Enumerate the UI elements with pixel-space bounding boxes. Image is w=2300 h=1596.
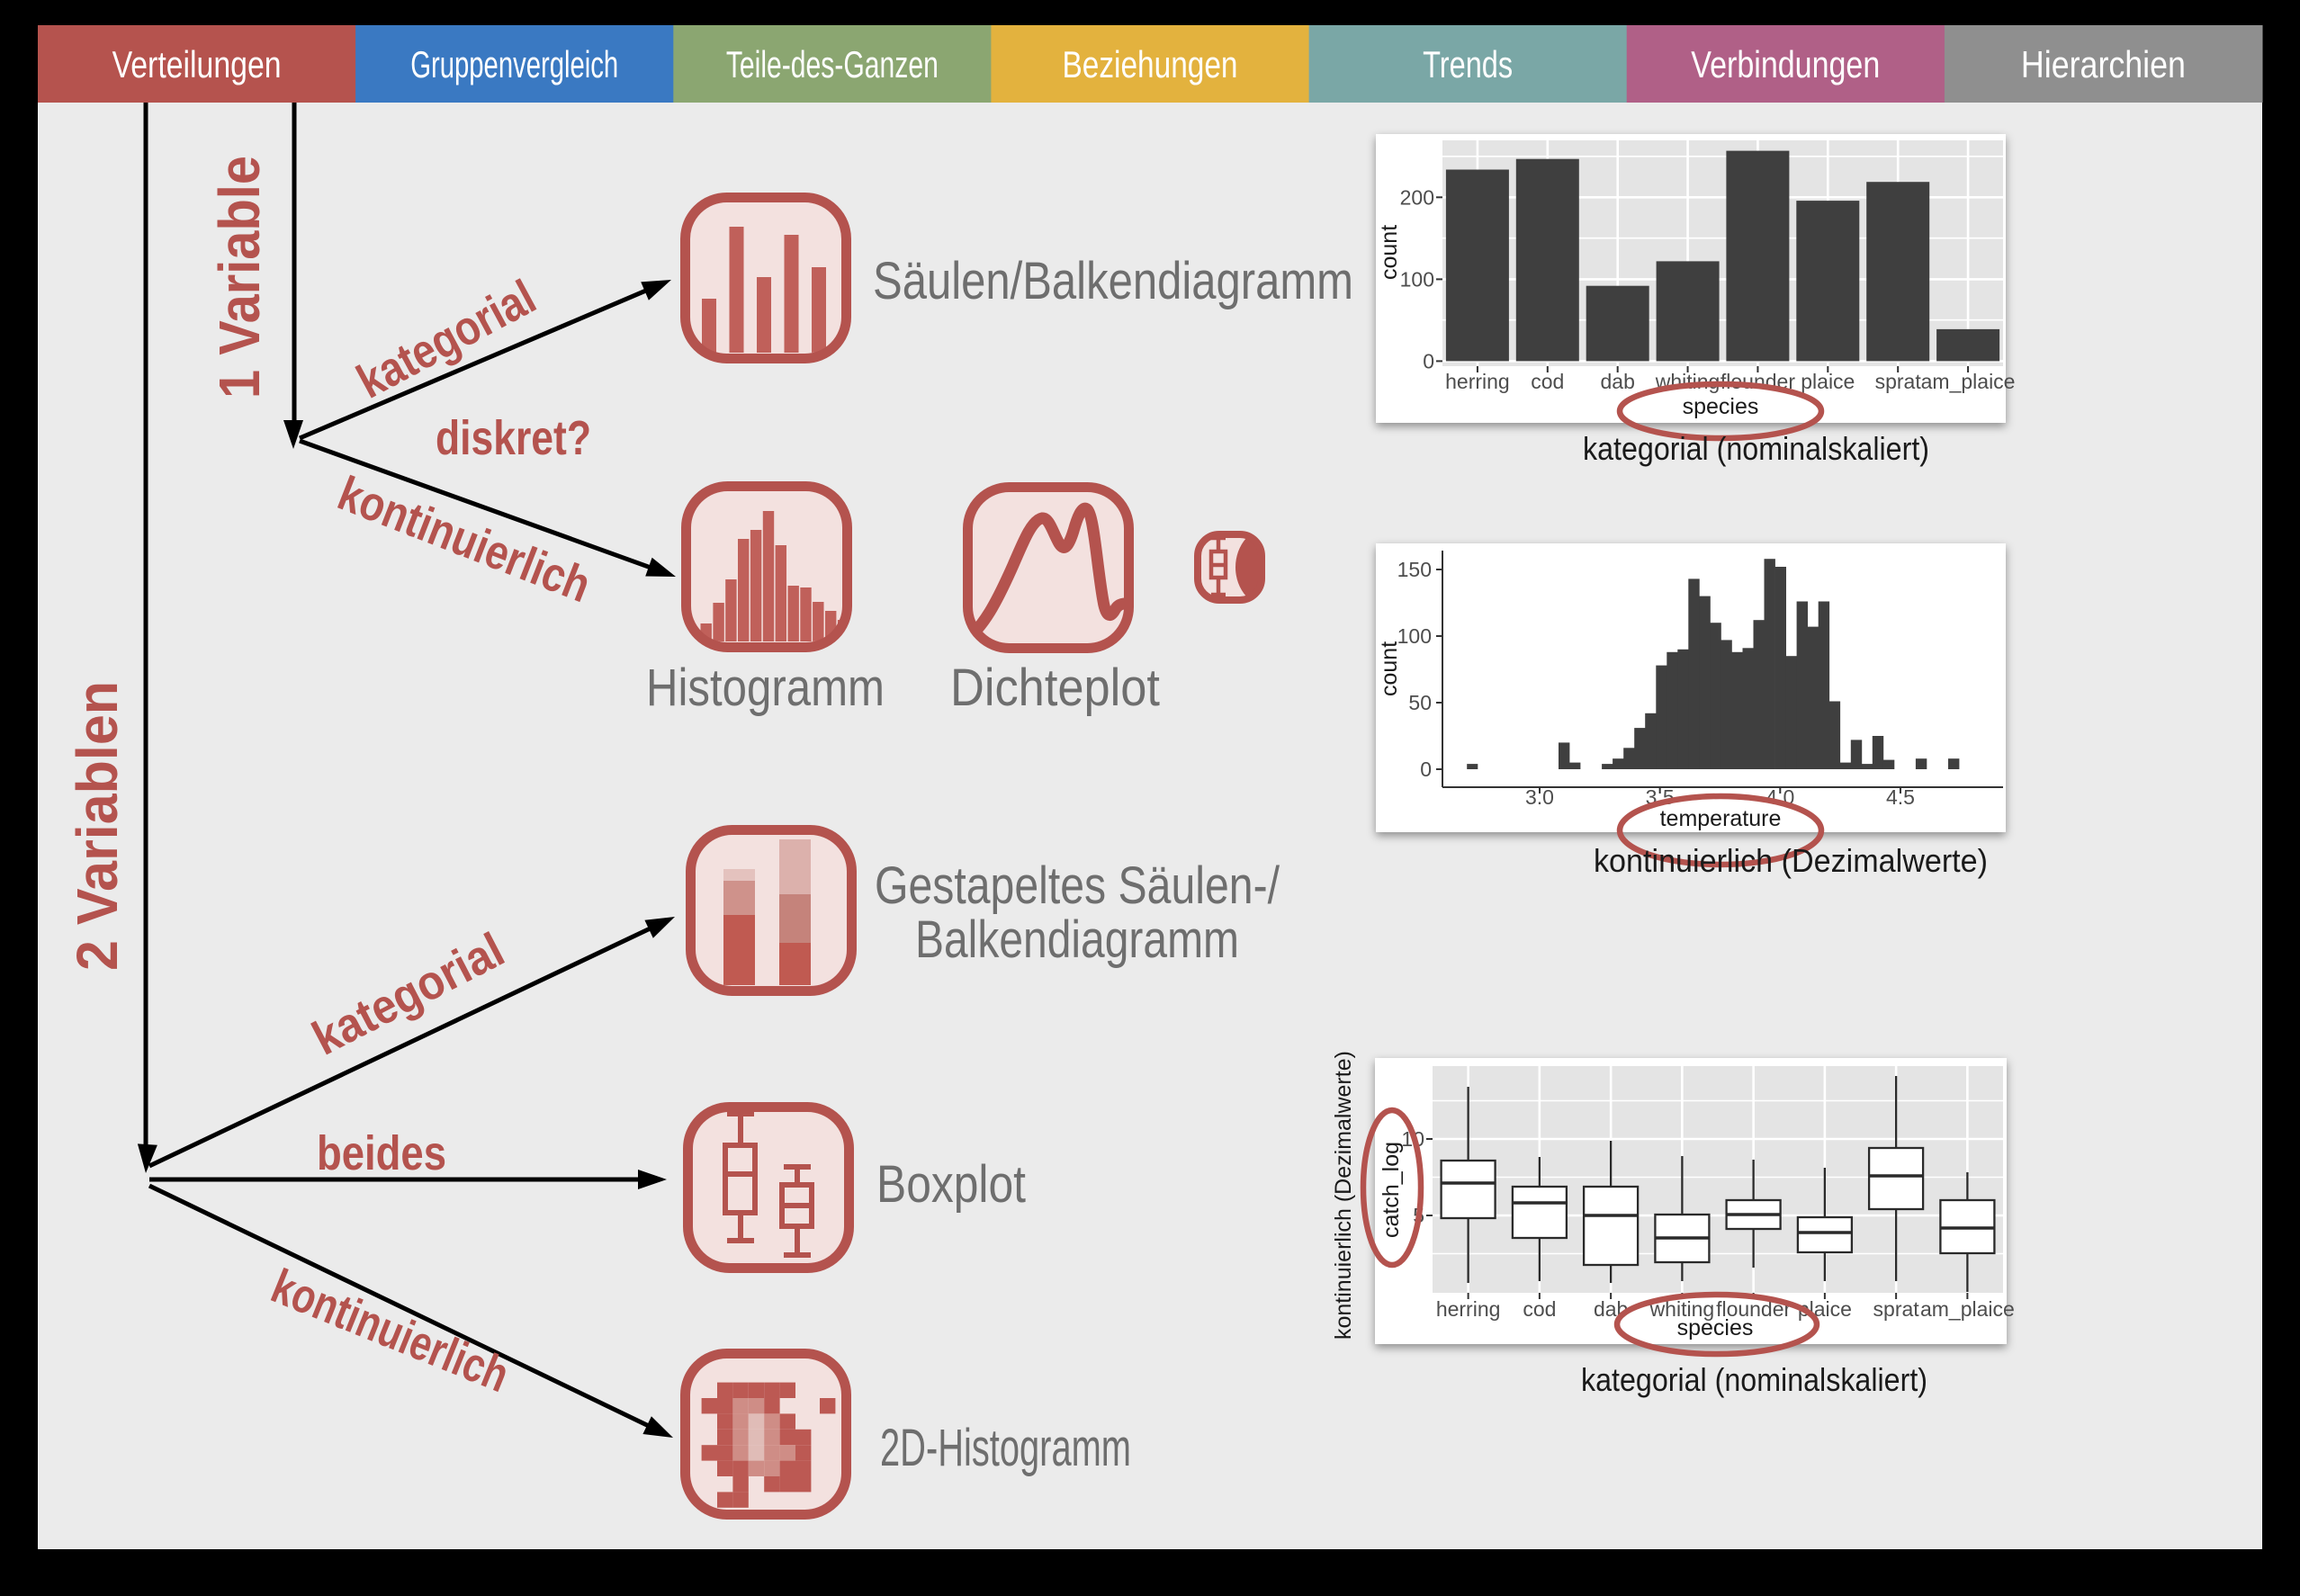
svg-text:herring: herring <box>1445 370 1510 393</box>
svg-text:kategorial (nominalskaliert): kategorial (nominalskaliert) <box>1583 430 1929 467</box>
svg-text:200: 200 <box>1400 185 1434 209</box>
svg-text:herring: herring <box>1436 1297 1501 1321</box>
svg-text:Beziehungen: Beziehungen <box>1063 43 1238 85</box>
svg-text:Balkendiagramm: Balkendiagramm <box>915 910 1239 969</box>
svg-text:kontinuierlich: kontinuierlich <box>265 1259 517 1403</box>
svg-text:0: 0 <box>1420 758 1432 781</box>
svg-text:kontinuierlich (Dezimalwerte): kontinuierlich (Dezimalwerte) <box>1331 1051 1356 1340</box>
svg-text:dab: dab <box>1601 370 1635 393</box>
svg-text:kontinuierlich (Dezimalwerte): kontinuierlich (Dezimalwerte) <box>1594 842 1988 879</box>
svg-text:50: 50 <box>1408 691 1432 714</box>
svg-text:Gruppenvergleich: Gruppenvergleich <box>410 43 618 85</box>
svg-text:species: species <box>1683 394 1759 419</box>
svg-text:kategorial (nominalskaliert): kategorial (nominalskaliert) <box>1581 1361 1927 1398</box>
svg-text:species: species <box>1677 1315 1754 1340</box>
svg-text:2 Variablen: 2 Variablen <box>65 681 130 971</box>
svg-text:diskret?: diskret? <box>436 411 591 465</box>
svg-text:cod: cod <box>1523 1297 1556 1321</box>
svg-text:am_plaice: am_plaice <box>1920 1297 2015 1321</box>
svg-text:1 Variable: 1 Variable <box>207 156 272 399</box>
svg-text:100: 100 <box>1397 624 1432 648</box>
svg-text:Dichteplot: Dichteplot <box>950 659 1160 717</box>
svg-text:kontinuierlich: kontinuierlich <box>331 466 598 613</box>
svg-text:100: 100 <box>1400 267 1434 291</box>
svg-text:Säulen/Balkendiagramm: Säulen/Balkendiagramm <box>873 252 1353 310</box>
svg-text:cod: cod <box>1531 370 1564 393</box>
svg-text:plaice: plaice <box>1801 370 1855 393</box>
svg-text:Gestapeltes Säulen-/: Gestapeltes Säulen-/ <box>875 856 1280 915</box>
svg-text:catch_log: catch_log <box>1379 1142 1404 1238</box>
svg-text:count: count <box>1377 225 1402 280</box>
svg-text:kategorial: kategorial <box>348 270 544 409</box>
svg-text:count: count <box>1377 641 1402 696</box>
svg-text:Trends: Trends <box>1423 43 1513 85</box>
svg-text:Verteilungen: Verteilungen <box>112 43 282 85</box>
svg-text:2D-Histogramm: 2D-Histogramm <box>880 1419 1131 1477</box>
svg-text:sprat: sprat <box>1873 1297 1920 1321</box>
svg-text:Verbindungen: Verbindungen <box>1691 43 1880 85</box>
svg-text:am_plaice: am_plaice <box>1921 370 2016 393</box>
svg-text:150: 150 <box>1397 558 1432 581</box>
svg-text:Teile-des-Ganzen: Teile-des-Ganzen <box>726 43 939 85</box>
svg-text:sprat: sprat <box>1875 370 1922 393</box>
svg-text:beides: beides <box>317 1126 446 1180</box>
svg-text:0: 0 <box>1423 349 1434 372</box>
svg-text:temperature: temperature <box>1660 806 1782 831</box>
svg-text:Boxplot: Boxplot <box>876 1155 1026 1214</box>
svg-text:Histogramm: Histogramm <box>646 659 885 717</box>
svg-text:Hierarchien: Hierarchien <box>2021 43 2186 85</box>
